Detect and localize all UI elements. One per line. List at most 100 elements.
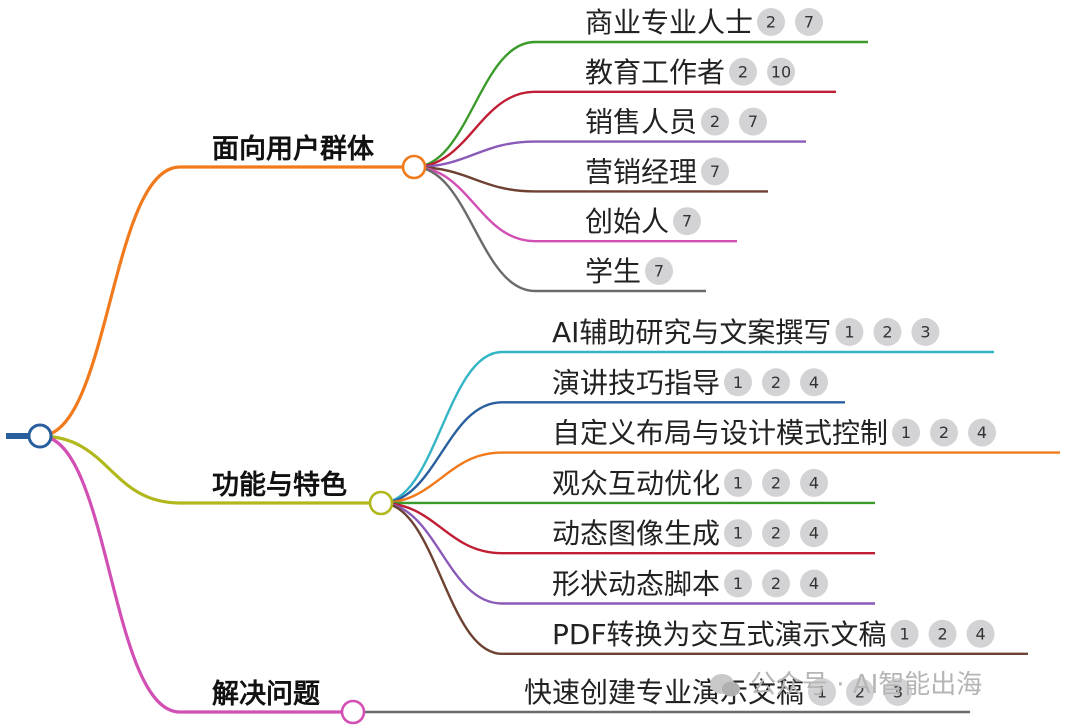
ref-badge-circle <box>724 569 753 598</box>
ref-badge: 4 <box>800 569 829 598</box>
leaf-label: 销售人员 <box>585 106 697 139</box>
ref-badge: 7 <box>795 8 824 36</box>
ref-badge-number: 4 <box>809 473 819 492</box>
leaf-edge <box>380 501 1028 655</box>
ref-badge: 2 <box>757 8 786 36</box>
ref-badge-circle <box>767 57 796 86</box>
leaf-label: 演讲技巧指导 <box>552 366 720 399</box>
ref-badge: 4 <box>968 418 997 447</box>
branch-edge <box>39 434 353 714</box>
edges-layer <box>6 40 1060 714</box>
ref-badge-circle <box>892 418 921 447</box>
leaf-node: PDF转换为交互式演示文稿 1 2 4 <box>552 618 995 651</box>
ref-badge-number: 2 <box>771 473 781 492</box>
branch-node-circle <box>340 699 366 725</box>
ref-badge-number: 2 <box>937 624 947 643</box>
ref-badge-circle <box>724 368 753 397</box>
leaf-label: 营销经理 <box>585 155 697 188</box>
ref-badge-number: 1 <box>899 624 909 643</box>
leaf-edge <box>413 40 868 169</box>
ref-badge-number: 3 <box>893 683 903 702</box>
leaf-label: 形状动态脚本 <box>552 568 720 601</box>
ref-badge-circle <box>966 619 995 648</box>
ref-badge: 1 <box>724 569 753 598</box>
branch-label: 解决问题 <box>212 679 320 710</box>
ref-badge-circle <box>928 619 957 648</box>
leaf-label: PDF转换为交互式演示文稿 <box>552 618 887 651</box>
ref-badge: 2 <box>762 368 791 397</box>
ref-badge-number: 4 <box>809 574 819 593</box>
ref-badge-number: 2 <box>855 683 865 702</box>
ref-badge-circle <box>762 519 791 548</box>
ref-badge: 1 <box>724 519 753 548</box>
ref-badge-circle <box>930 418 959 447</box>
ref-badge-circle <box>795 8 824 36</box>
ref-badge: 2 <box>762 468 791 497</box>
ref-badge: 1 <box>808 678 837 706</box>
ref-badge-number: 10 <box>771 62 791 81</box>
ref-badge-circle <box>729 57 758 86</box>
ref-badge-circle <box>724 519 753 548</box>
ref-badge-number: 4 <box>809 373 819 392</box>
leaf-edge <box>380 451 1060 505</box>
ref-badge-number: 7 <box>748 112 758 131</box>
ref-badge-circle <box>800 468 829 497</box>
leaf-label: 学生 <box>585 255 641 288</box>
ref-badge: 10 <box>767 57 796 86</box>
ref-badge-number: 2 <box>771 574 781 593</box>
leaf-edge <box>413 90 836 169</box>
ref-badge: 1 <box>724 368 753 397</box>
ref-badge: 1 <box>892 418 921 447</box>
ref-badge-circle <box>762 569 791 598</box>
ref-badge: 2 <box>930 418 959 447</box>
ref-badge: 2 <box>762 569 791 598</box>
leaf-edge <box>380 501 875 605</box>
ref-badge: 1 <box>890 619 919 648</box>
ref-badge-number: 1 <box>733 524 743 543</box>
ref-badge-circle <box>835 318 864 346</box>
ref-badge-circle <box>673 207 702 236</box>
ref-badge: 1 <box>835 318 864 346</box>
leaf-node: 创始人 7 <box>585 205 702 238</box>
ref-badge-circle <box>800 368 829 397</box>
ref-badge-number: 4 <box>975 624 985 643</box>
ref-badge-circle <box>968 418 997 447</box>
ref-badge-circle <box>846 678 875 706</box>
ref-badge-circle <box>808 678 837 706</box>
ref-badge-circle <box>873 318 902 346</box>
ref-badge: 2 <box>873 318 902 346</box>
branch-edge <box>39 434 381 505</box>
leaf-label: 商业专业人士 <box>585 6 753 39</box>
ref-badge: 4 <box>800 468 829 497</box>
ref-badge: 7 <box>645 257 674 285</box>
ref-badge-circle <box>800 519 829 548</box>
ref-badge: 4 <box>800 368 829 397</box>
ref-badge-number: 1 <box>733 473 743 492</box>
leaf-edge <box>380 401 845 505</box>
root-node-circle <box>27 423 53 449</box>
wechat-icon <box>710 674 740 697</box>
ref-badge-number: 7 <box>804 13 814 32</box>
ref-badge-number: 1 <box>733 574 743 593</box>
ref-badge: 3 <box>884 678 913 706</box>
ref-badge-number: 7 <box>682 212 692 231</box>
leaf-edge <box>380 350 994 505</box>
leaf-label: 创始人 <box>585 205 669 238</box>
branch-node-circle <box>368 490 394 516</box>
ref-badge-number: 2 <box>771 524 781 543</box>
ref-badge: 2 <box>762 519 791 548</box>
ref-badge-circle <box>800 569 829 598</box>
ref-badge-number: 2 <box>939 423 949 442</box>
leaf-label: AI辅助研究与文案撰写 <box>552 316 831 349</box>
